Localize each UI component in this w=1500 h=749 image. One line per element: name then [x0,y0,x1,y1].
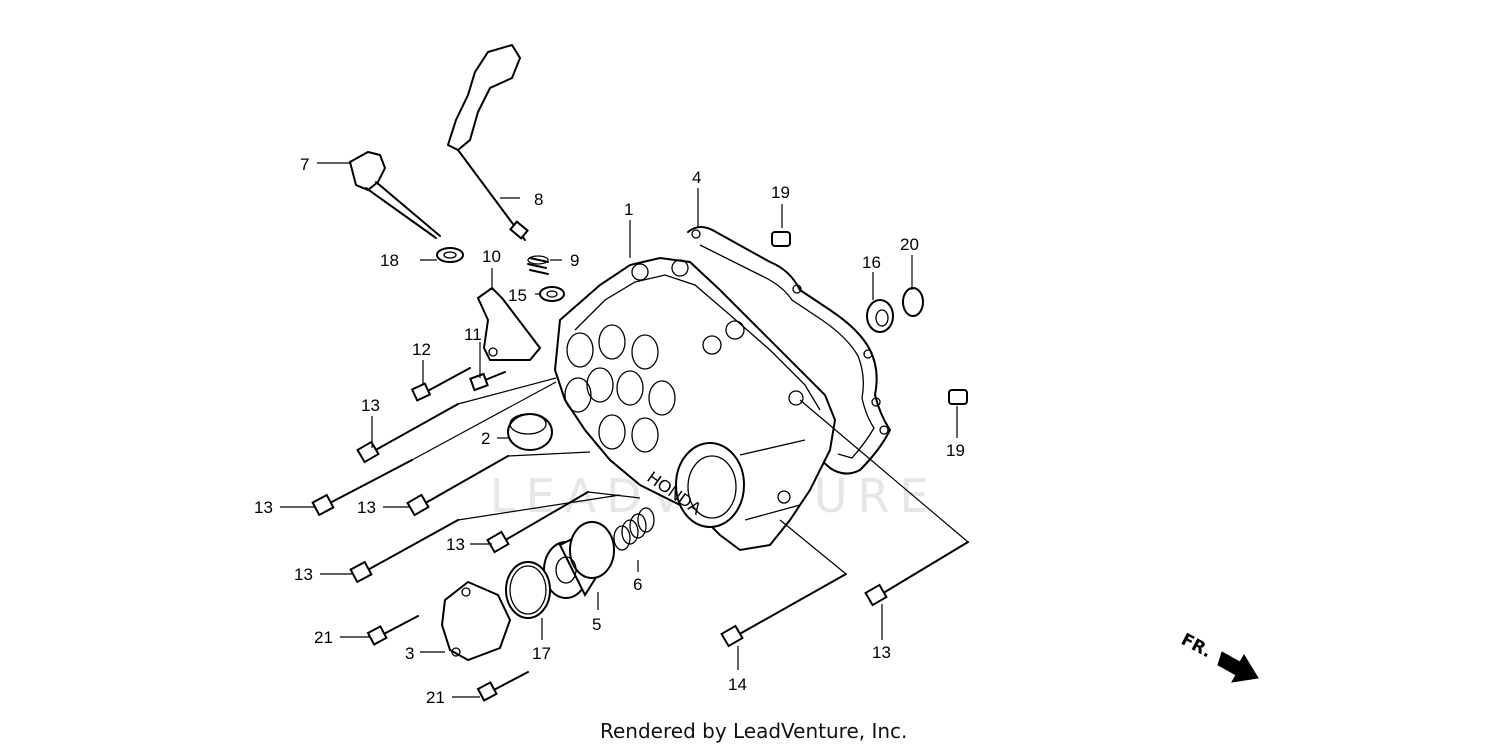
bolt-part-11 [469,371,506,392]
callout-9: 9 [570,251,579,270]
oil-filter-part-5 [543,521,615,599]
bolt-part-21-b [476,671,529,702]
callout-10: 10 [482,247,501,266]
callout-1: 1 [624,200,633,219]
callout-4: 4 [692,168,701,187]
callout-21-a: 21 [314,628,333,647]
bolt-part-12 [410,367,471,402]
callout-17: 17 [532,644,551,663]
washer-part-15 [539,286,565,302]
callout-19-b: 19 [946,441,965,460]
callout-13-a: 13 [361,396,380,415]
callout-6: 6 [633,575,642,594]
bolt-part-21-a [366,615,419,646]
callout-5: 5 [592,615,601,634]
o-ring-part-18 [436,247,464,263]
bolt-part-13-e [486,491,589,554]
spring-part-6 [613,507,655,551]
bolt-part-14 [720,573,847,648]
bracket-part-10 [476,286,542,361]
o-ring-part-17 [505,561,551,619]
bolt-part-13-f [864,541,969,607]
filter-cover-part-3 [440,580,512,662]
dowel-part-19-b [948,389,968,405]
dowel-part-19-a [771,231,791,247]
callout-15: 15 [508,286,527,305]
callout-16: 16 [862,253,881,272]
callout-labels: 1 2 3 4 5 6 7 8 9 10 11 12 13 13 13 13 1… [254,155,965,707]
callout-7: 7 [300,155,309,174]
circlip-part-20 [902,287,924,317]
credit-text: Rendered by LeadVenture, Inc. [600,719,907,743]
clutch-cover-part-1: HONDA [553,256,837,552]
bolt-part-13-b [311,459,413,517]
callout-13-c: 13 [357,498,376,517]
callout-20: 20 [900,235,919,254]
callout-8: 8 [534,190,543,209]
callout-13-f: 13 [872,643,891,662]
bolt-part-13-a [356,403,459,464]
bolt-part-13-c [406,455,509,517]
clutch-lever-part-8 [446,43,529,241]
assembly-guide-lines [411,377,969,575]
oil-seal-part-16 [866,299,894,333]
front-direction-arrow-icon [1217,651,1259,683]
callout-3: 3 [405,644,414,663]
plug-part-2 [507,413,553,451]
callout-2: 2 [481,429,490,448]
oil-dipstick-part-7 [348,150,441,239]
callout-13-e: 13 [446,535,465,554]
callout-14: 14 [728,675,747,694]
callout-19-a: 19 [771,183,790,202]
callout-18: 18 [380,251,399,270]
front-direction-label: FR. [1178,630,1215,662]
spring-part-9 [527,255,549,275]
callout-13-b: 13 [254,498,273,517]
callout-13-d: 13 [294,565,313,584]
callout-12: 12 [412,340,431,359]
front-direction-indicator: FR. [1178,630,1259,683]
callout-11: 11 [464,325,482,344]
callout-21-b: 21 [426,688,445,707]
bolt-part-13-d [349,519,459,584]
gasket-part-4 [687,226,891,475]
